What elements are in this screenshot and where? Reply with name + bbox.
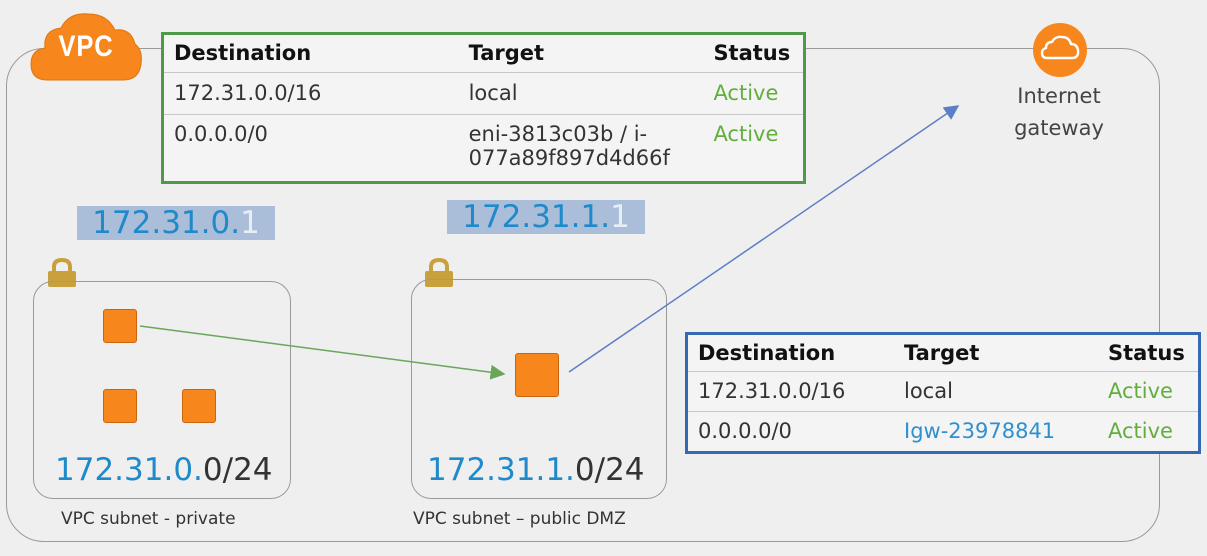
table-row: 172.31.0.0/16 local Active: [688, 372, 1198, 412]
route-table-public: Destination Target Status 172.31.0.0/16 …: [685, 332, 1201, 454]
subnet-private-caption: VPC subnet - private: [61, 509, 236, 529]
instance-icon[interactable]: [182, 389, 216, 423]
cidr-suffix: 0/24: [202, 452, 273, 488]
destination-cell: 172.31.0.0/16: [698, 379, 846, 403]
private-to-nat-arrow: [139, 325, 506, 380]
subnet-private-box: [33, 281, 291, 499]
destination-cell: 172.31.0.0/16: [174, 81, 322, 105]
target-cell: local: [904, 379, 953, 403]
route-table-private: Destination Target Status 172.31.0.0/16 …: [161, 32, 806, 184]
router-ip-host: 1: [240, 205, 260, 241]
router-ip-main: 172.31.0.: [92, 205, 241, 241]
table-row: 172.31.0.0/16 local Active: [164, 73, 803, 115]
igw-target-link[interactable]: Igw-23978841: [904, 419, 1056, 443]
destination-cell: 0.0.0.0/0: [174, 122, 268, 146]
destination-cell: 0.0.0.0/0: [698, 419, 792, 443]
target-cell: local: [468, 81, 518, 105]
column-header-destination: Destination: [698, 341, 836, 365]
router-ip-main: 172.31.1.: [462, 199, 611, 235]
column-header-status: Status: [713, 41, 791, 65]
cidr-prefix: 172.31.1.: [427, 452, 575, 488]
instance-icon[interactable]: [103, 309, 137, 343]
route-table-header-row: Destination Target Status: [164, 35, 803, 73]
router-ip-private: 172.31.0.1: [77, 206, 275, 240]
column-header-destination: Destination: [174, 41, 312, 65]
subnet-public-caption: VPC subnet – public DMZ: [413, 509, 626, 529]
instance-icon[interactable]: [103, 389, 137, 423]
status-cell: Active: [713, 122, 779, 146]
router-ip-public: 172.31.1.1: [447, 200, 645, 234]
column-header-target: Target: [468, 41, 545, 65]
internet-gateway-label-line2: gateway: [1014, 116, 1104, 140]
target-cell: eni-3813c03b / i- 077a89f897d4d66f: [459, 122, 704, 170]
cidr-prefix: 172.31.0.: [55, 452, 203, 488]
vpc-cloud-icon: [30, 13, 142, 81]
nat-instance-icon[interactable]: [515, 353, 559, 397]
table-row: 0.0.0.0/0 Igw-23978841 Active: [688, 412, 1198, 451]
target-line: eni-3813c03b / i-: [468, 122, 648, 146]
subnet-public-box: [411, 279, 667, 499]
nat-to-internet-arrow: [568, 105, 960, 373]
status-cell: Active: [1108, 379, 1173, 403]
status-cell: Active: [713, 81, 779, 105]
target-line: 077a89f897d4d66f: [468, 146, 670, 170]
router-ip-host: 1: [610, 199, 630, 235]
internet-gateway-label: Internet gateway: [994, 80, 1124, 144]
column-header-target: Target: [904, 341, 980, 365]
subnet-private-cidr: 172.31.0.0/24: [55, 452, 273, 488]
route-table-header-row: Destination Target Status: [688, 335, 1198, 372]
status-cell: Active: [1108, 419, 1173, 443]
internet-gateway-label-line1: Internet: [1017, 84, 1101, 108]
lock-icon: [48, 258, 76, 287]
cidr-suffix: 0/24: [574, 452, 645, 488]
subnet-public-cidr: 172.31.1.0/24: [427, 452, 645, 488]
vpc-label: VPC: [58, 30, 114, 63]
cloud-icon: [1033, 23, 1087, 77]
table-row: 0.0.0.0/0 eni-3813c03b / i- 077a89f897d4…: [164, 115, 803, 179]
column-header-status: Status: [1108, 341, 1185, 365]
